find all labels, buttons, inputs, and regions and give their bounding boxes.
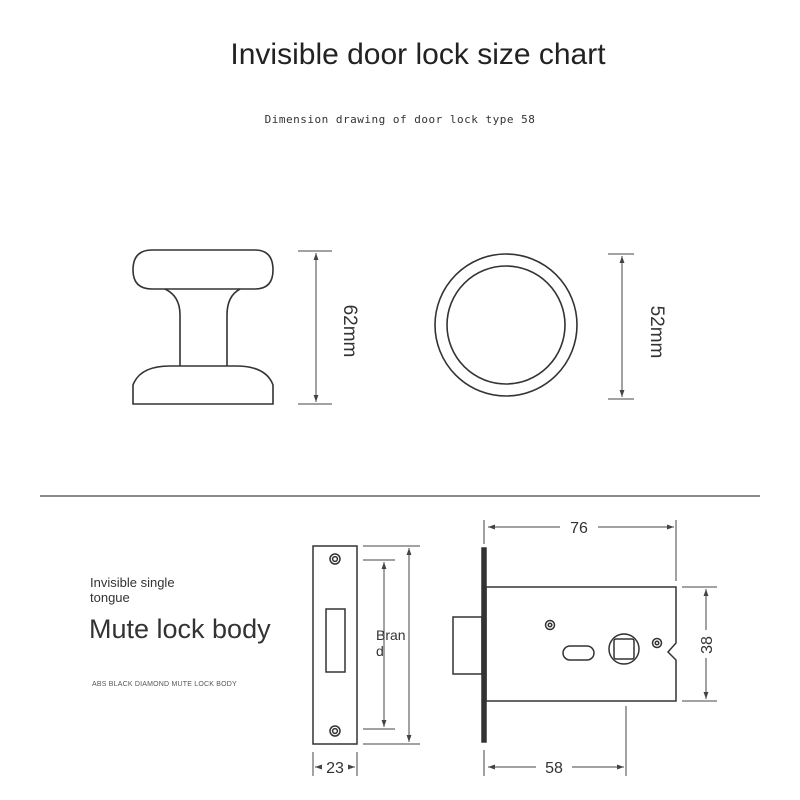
lock-type-caption-line2: tongue [90,590,130,605]
drawing-subtitle: Dimension drawing of door lock type 58 [264,113,536,126]
faceplate-width-dimension [312,752,358,776]
faceplate-width-label: 23 [326,760,344,777]
knob-side-view [132,249,274,405]
rosette-diameter-label: 52mm [646,306,667,359]
rosette-outer-ring [434,253,578,397]
latch-slot [325,608,346,673]
lock-type-caption-line1: Invisible single [90,575,175,590]
knob-top-cap [132,249,274,290]
faceplate-outline [312,545,358,745]
brand-label-line2: d [376,643,384,659]
top-screw-icon [329,553,341,565]
bottom-screw-icon [329,725,341,737]
lock-type-caption: Invisible single tongue [90,575,230,605]
brand-label: Bran d [376,627,406,659]
body-height-dimension [682,586,717,702]
backset-label: 58 [545,760,563,777]
rosette-front-view [434,253,578,397]
knob-bottom-cap [132,365,274,405]
knob-height-label: 62mm [339,305,360,358]
lock-body-case [485,586,677,702]
overall-depth-label: 76 [570,520,588,537]
lock-body-note: ABS BLACK DIAMOND MUTE LOCK BODY [92,681,237,688]
case-screw-icon [544,619,556,631]
lock-body-side-view [452,547,677,743]
faceplate-front-view [312,545,358,745]
overall-depth-dimension [483,520,677,581]
backset-dimension [483,706,627,776]
spindle-square-icon [608,633,640,665]
lock-body-heading: Mute lock body [89,614,271,644]
brand-label-line1: Bran [376,627,406,643]
rosette-inner-ring [446,265,566,385]
rosette-diameter-dimension [608,253,634,400]
latch-tongue [452,616,483,675]
case-screw-right-icon [651,637,663,649]
page-title: Invisible door lock size chart [230,38,606,71]
faceplate-height-dimensions [363,545,420,745]
knob-height-dimension [298,250,332,405]
body-height-label: 38 [699,636,716,654]
lock-slot [562,645,595,661]
knob-neck [164,288,241,366]
